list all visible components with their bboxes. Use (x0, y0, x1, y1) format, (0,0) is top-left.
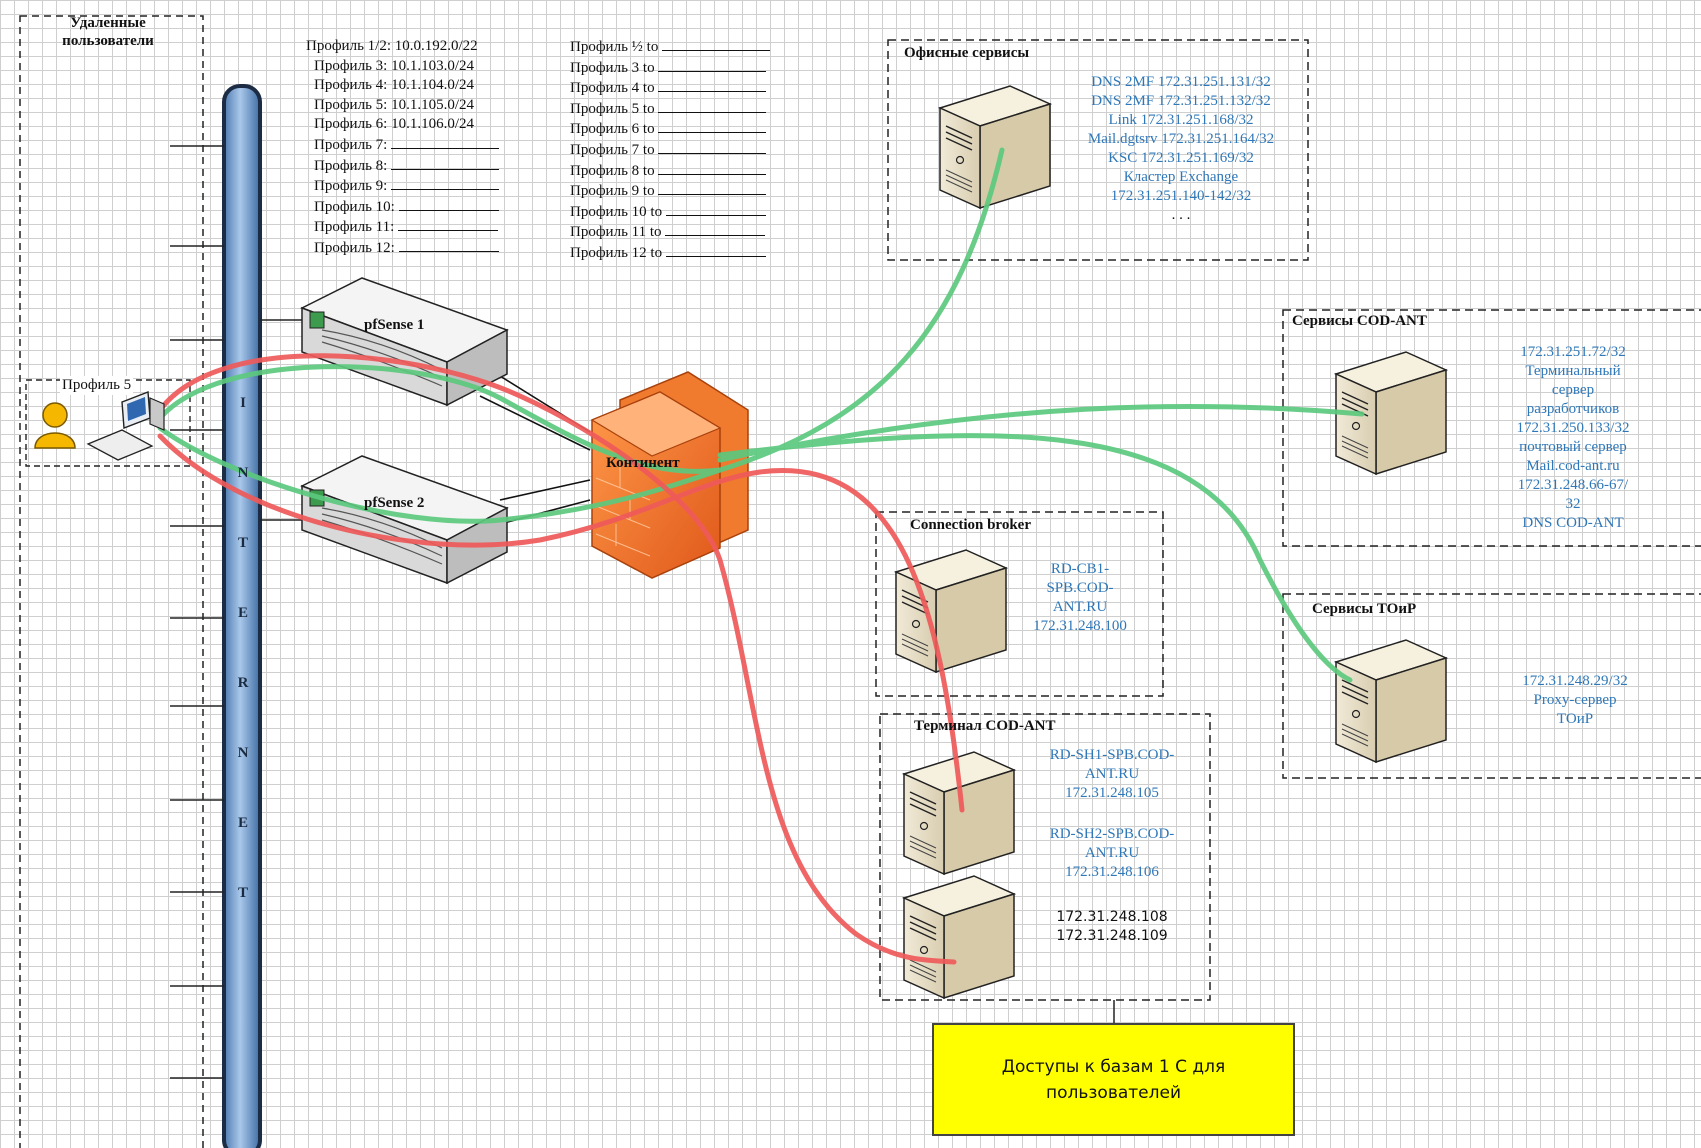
profile-left-item: Профиль 3: 10.1.103.0/24 (314, 57, 474, 74)
broker-line: SPB.COD- (1046, 580, 1114, 596)
terminal-codant-box (879, 713, 1211, 1001)
profiles-left-list: Профиль 1/2: 10.0.192.0/22 Профиль 3: 10… (306, 37, 500, 259)
codant-line: Mail.cod-ant.ru (1526, 458, 1620, 474)
office-details: DNS 2MF 172.31.251.131/32 DNS 2MF 172.31… (1040, 73, 1322, 225)
broker-details: RD-CB1- SPB.COD- ANT.RU 172.31.248.100 (1010, 560, 1150, 636)
profile-right-item: Профиль 7 to (570, 141, 655, 158)
terminal-extra-line: 172.31.248.108 (1056, 909, 1168, 925)
office-server-icon (939, 85, 1051, 209)
codant-line: Терминальный (1525, 363, 1621, 379)
office-line: 172.31.251.140-142/32 (1110, 188, 1252, 204)
internet-letter: T (237, 535, 248, 551)
codant-line: 172.31.251.72/32 (1520, 344, 1626, 360)
profile-right-item: Профиль 3 to (570, 59, 655, 76)
profile-left-item: Профиль 11: (314, 219, 395, 236)
red-tunnels (157, 353, 965, 965)
tonr-line: Proxy-сервер (1533, 692, 1617, 708)
office-line: Link 172.31.251.168/32 (1108, 112, 1254, 128)
tonr-title: Сервисы ТОиР (1312, 601, 1417, 617)
profile-left-item: Профиль 5: 10.1.105.0/24 (314, 96, 474, 113)
terminal-sh2-line: RD-SH2-SPB.COD- (1049, 826, 1175, 842)
tonr-server-icon (1335, 639, 1447, 763)
office-line: KSC 172.31.251.169/32 (1108, 150, 1254, 166)
profile-left-item: Профиль 7: (314, 136, 388, 153)
profile-right-item: Профиль ½ to (570, 39, 659, 55)
codant-services-box (1282, 309, 1701, 547)
broker-line: 172.31.248.100 (1033, 618, 1127, 634)
codant-line: DNS COD-ANT (1522, 515, 1624, 531)
profile-left-item: Профиль 1/2: 10.0.192.0/22 (306, 38, 478, 54)
profile-right-item: Профиль 4 to (570, 80, 655, 97)
connection-broker-box (875, 511, 1164, 697)
terminal-sh1-line: RD-SH1-SPB.COD- (1049, 747, 1175, 763)
terminal-extra-line: 172.31.248.109 (1056, 928, 1168, 944)
office-line: DNS 2MF 172.31.251.132/32 (1091, 93, 1271, 109)
internet-letter: E (237, 815, 248, 831)
tonr-details: 172.31.248.29/32 Proxy-сервер ТОиР (1480, 672, 1670, 729)
internet-letter: T (237, 885, 248, 901)
office-line: Кластер Exchange (1123, 169, 1239, 185)
tonr-services-box (1282, 593, 1701, 779)
terminal-title: Терминал COD-ANT (914, 718, 1056, 734)
profile-left-item: Профиль 4: 10.1.104.0/24 (314, 77, 474, 94)
internet-letter: N (237, 745, 249, 761)
codant-line: разработчиков (1526, 401, 1620, 417)
1c-access-note: Доступы к базам 1 С для пользователей (932, 1023, 1295, 1136)
profile-right-item: Профиль 10 to (570, 203, 663, 220)
profile-left-item: Профиль 8: (314, 157, 388, 174)
internet-pipe (222, 84, 262, 1148)
terminal-sh1-line: 172.31.248.105 (1065, 785, 1159, 801)
profile-right-item: Профиль 6 to (570, 121, 655, 138)
office-line: . . . (1171, 207, 1191, 223)
codant-title: Сервисы COD-ANT (1292, 313, 1427, 329)
pipe-ticks (170, 145, 306, 1079)
profile-left-item: Профиль 10: (314, 198, 395, 215)
codant-line: почтовый сервер (1519, 439, 1627, 455)
profile-right-item: Профиль 8 to (570, 162, 655, 179)
codant-line: сервер (1551, 382, 1595, 398)
terminal-sh2-details: RD-SH2-SPB.COD- ANT.RU 172.31.248.106 (1024, 825, 1200, 882)
profile-left-item: Профиль 6: 10.1.106.0/24 (314, 116, 474, 133)
profile-right-item: Профиль 9 to (570, 183, 655, 200)
continent-label: Континент (606, 455, 680, 471)
profile-right-item: Профиль 11 to (570, 224, 662, 241)
broker-line: RD-CB1- (1050, 561, 1110, 577)
client-label: Профиль 5 (60, 376, 134, 395)
codant-details: 172.31.251.72/32 Терминальный сервер раз… (1470, 343, 1676, 533)
pfsense2-label: pfSense 2 (364, 495, 425, 511)
continent-firewall (590, 371, 749, 579)
terminal-sh2-line: 172.31.248.106 (1065, 864, 1159, 880)
terminal-sh1-line: ANT.RU (1084, 766, 1140, 782)
profile-left-item: Профиль 12: (314, 239, 395, 256)
user-icon (34, 402, 76, 449)
remote-users-title: Удаленные пользователи (62, 15, 154, 49)
terminal-extra-details: 172.31.248.108 172.31.248.109 (1040, 908, 1184, 946)
tonr-line: ТОиР (1556, 711, 1594, 727)
office-line: Mail.dgtsrv 172.31.251.164/32 (1087, 131, 1275, 147)
profile-right-item: Профиль 12 to (570, 244, 663, 261)
profiles-right-list: Профиль ½ to Профиль 3 to Профиль 4 to П… (570, 37, 771, 264)
pfsense1-label: pfSense 1 (364, 317, 425, 333)
profile-left-item: Профиль 9: (314, 178, 388, 195)
profile-right-item: Профиль 5 to (570, 100, 655, 117)
internet-letter: E (237, 605, 248, 621)
workstation-icon (86, 391, 165, 461)
internet-letter: I (240, 395, 246, 411)
office-services-box (887, 39, 1309, 261)
codant-line: 32 (1565, 496, 1581, 512)
broker-line: ANT.RU (1052, 599, 1108, 615)
terminal-sh1-details: RD-SH1-SPB.COD- ANT.RU 172.31.248.105 (1024, 746, 1200, 803)
office-line: DNS 2MF 172.31.251.131/32 (1091, 74, 1271, 90)
internet-letter: R (237, 675, 249, 691)
office-title: Офисные сервисы (904, 45, 1030, 61)
codant-line: 172.31.248.66-67/ (1517, 477, 1629, 493)
internet-letter: N (237, 465, 249, 481)
remote-users-area (19, 15, 204, 1148)
codant-line: 172.31.250.133/32 (1516, 420, 1630, 436)
broker-title: Connection broker (910, 517, 1031, 533)
terminal-server2-icon (903, 875, 1015, 999)
tonr-line: 172.31.248.29/32 (1522, 673, 1628, 689)
terminal-sh2-line: ANT.RU (1084, 845, 1140, 861)
